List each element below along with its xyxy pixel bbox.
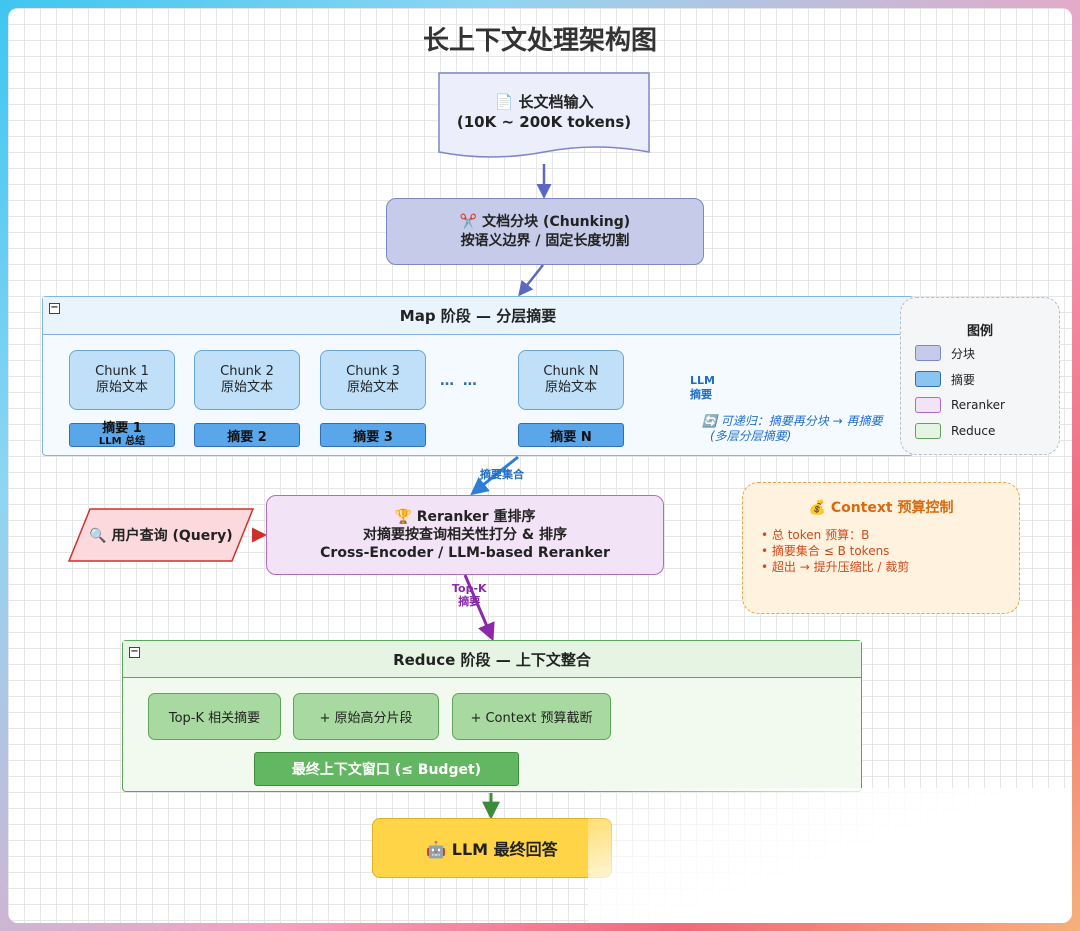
budget-control-panel: 💰 Context 预算控制 • 总 token 预算：B • 摘要集合 ≤ B… bbox=[742, 482, 1020, 614]
llm-note-line1: LLM bbox=[690, 374, 715, 387]
llm-summary-note: LLM 摘要 bbox=[690, 374, 715, 402]
reduce-phase-header: − Reduce 阶段 — 上下文整合 bbox=[123, 641, 861, 678]
topk-label-line2: 摘要 bbox=[458, 595, 481, 608]
arrow-map-to-reranker bbox=[470, 455, 519, 496]
summary-3: 摘要 3 bbox=[320, 423, 426, 447]
arrow-chunking-to-map bbox=[518, 264, 544, 297]
reranker-line1: 🏆 Reranker 重排序 bbox=[394, 509, 536, 525]
summary-sub: LLM 总结 bbox=[98, 436, 146, 447]
budget-item: • 超出 → 提升压缩比 / 裁剪 bbox=[761, 560, 910, 574]
legend-swatch bbox=[915, 423, 941, 439]
reranker-line2: 对摘要按查询相关性打分 & 排序 bbox=[363, 527, 567, 543]
collapse-icon[interactable]: − bbox=[49, 302, 60, 314]
doc-input-line2: (10K ~ 200K tokens) bbox=[456, 113, 632, 131]
legend-title: 图例 bbox=[966, 324, 993, 339]
chunking-node: ✂️ 文档分块 (Chunking) 按语义边界 / 固定长度切割 bbox=[386, 198, 704, 265]
map-phase-container: − Map 阶段 — 分层摘要 bbox=[42, 296, 914, 456]
chunk-3: Chunk 3 原始文本 bbox=[320, 350, 426, 410]
legend-label: Reduce bbox=[951, 424, 996, 438]
user-query-text: 🔍 用户查询 (Query) bbox=[89, 528, 233, 544]
budget-item: • 摘要集合 ≤ B tokens bbox=[761, 544, 890, 558]
budget-list: • 总 token 预算：B • 摘要集合 ≤ B tokens • 超出 → … bbox=[761, 527, 909, 575]
doc-input-node: 📄 长文档输入 (10K ~ 200K tokens) bbox=[438, 72, 650, 164]
topk-label: Top-K 摘要 bbox=[452, 582, 487, 608]
summary-n: 摘要 N bbox=[518, 423, 624, 447]
reranker-node: 🏆 Reranker 重排序 对摘要按查询相关性打分 & 排序 Cross-En… bbox=[266, 495, 664, 575]
legend-label: 分块 bbox=[951, 346, 976, 361]
doc-input-line1: 📄 长文档输入 bbox=[494, 93, 594, 111]
reduce-input-raw: + 原始高分片段 bbox=[293, 693, 439, 740]
diagram-canvas: 长上下文处理架构图 📄 长文档输入 (10K ~ 200K tokens) ✂ bbox=[8, 8, 1072, 923]
legend-item-summary: 摘要 bbox=[915, 370, 1055, 388]
legend-swatch bbox=[915, 371, 941, 387]
diagram-title: 长上下文处理架构图 bbox=[422, 26, 657, 56]
chunk-name: Chunk 2 bbox=[220, 364, 274, 379]
document-shape-icon bbox=[438, 72, 650, 158]
legend-item-chunk: 分块 bbox=[915, 344, 1055, 362]
summary-1: 摘要 1 LLM 总结 bbox=[69, 421, 175, 447]
recursion-note-line1: 🔄 可递归：摘要再分块 → 再摘要 bbox=[702, 414, 883, 428]
legend-swatch bbox=[915, 397, 941, 413]
arrow-reranker-to-reduce bbox=[463, 574, 495, 642]
reduce-input-budget: + Context 预算截断 bbox=[452, 693, 611, 740]
reduce-phase-title: Reduce 阶段 — 上下文整合 bbox=[393, 650, 591, 669]
topk-label-line1: Top-K bbox=[452, 582, 487, 595]
doc-input-text: 📄 长文档输入 (10K ~ 200K tokens) bbox=[438, 72, 650, 152]
legend-item-reranker: Reranker bbox=[915, 396, 1055, 414]
chunking-line2: 按语义边界 / 固定长度切割 bbox=[460, 232, 630, 249]
recursion-note: 🔄 可递归：摘要再分块 → 再摘要 (多层分层摘要) bbox=[702, 414, 882, 444]
legend-swatch bbox=[915, 345, 941, 361]
chunking-line1: ✂️ 文档分块 (Chunking) bbox=[459, 213, 631, 230]
reranker-line3: Cross-Encoder / LLM-based Reranker bbox=[320, 545, 610, 561]
chunk-2: Chunk 2 原始文本 bbox=[194, 350, 300, 410]
reduce-input-topk: Top-K 相关摘要 bbox=[148, 693, 281, 740]
summary-2: 摘要 2 bbox=[194, 423, 300, 447]
map-phase-title: Map 阶段 — 分层摘要 bbox=[399, 307, 557, 325]
chunk-name: Chunk 3 bbox=[346, 364, 400, 379]
llm-answer-node: 🤖 LLM 最终回答 bbox=[372, 818, 612, 878]
summary-set-label: 摘要集合 bbox=[480, 468, 524, 481]
chunk-1: Chunk 1 原始文本 bbox=[69, 350, 175, 410]
chunk-n: Chunk N 原始文本 bbox=[518, 350, 624, 410]
budget-title: 💰 Context 预算控制 bbox=[808, 500, 954, 516]
summary-label: 摘要 1 bbox=[102, 421, 142, 436]
legend-label: 摘要 bbox=[951, 372, 976, 387]
user-query-node: 🔍 用户查询 (Query) bbox=[68, 508, 254, 562]
budget-item: • 总 token 预算：B bbox=[761, 528, 870, 542]
chunk-name: Chunk 1 bbox=[95, 364, 149, 379]
chunk-name: Chunk N bbox=[543, 364, 599, 379]
chunk-desc: 原始文本 bbox=[544, 380, 597, 395]
recursion-note-line2: (多层分层摘要) bbox=[710, 429, 792, 443]
collapse-icon[interactable]: − bbox=[129, 646, 140, 658]
final-context-window: 最终上下文窗口 (≤ Budget) bbox=[254, 752, 519, 786]
chunk-desc: 原始文本 bbox=[346, 380, 399, 395]
legend-panel: 图例 分块 摘要 Reranker Reduce bbox=[900, 297, 1060, 455]
chunk-desc: 原始文本 bbox=[95, 380, 148, 395]
chunk-desc: 原始文本 bbox=[220, 380, 273, 395]
legend-label: Reranker bbox=[951, 398, 1005, 412]
llm-note-line2: 摘要 bbox=[690, 388, 712, 401]
legend-item-reduce: Reduce bbox=[915, 422, 1055, 440]
ellipsis-dots: … … bbox=[440, 373, 479, 389]
map-phase-header: − Map 阶段 — 分层摘要 bbox=[43, 297, 913, 335]
parallelogram-shape bbox=[68, 508, 254, 562]
